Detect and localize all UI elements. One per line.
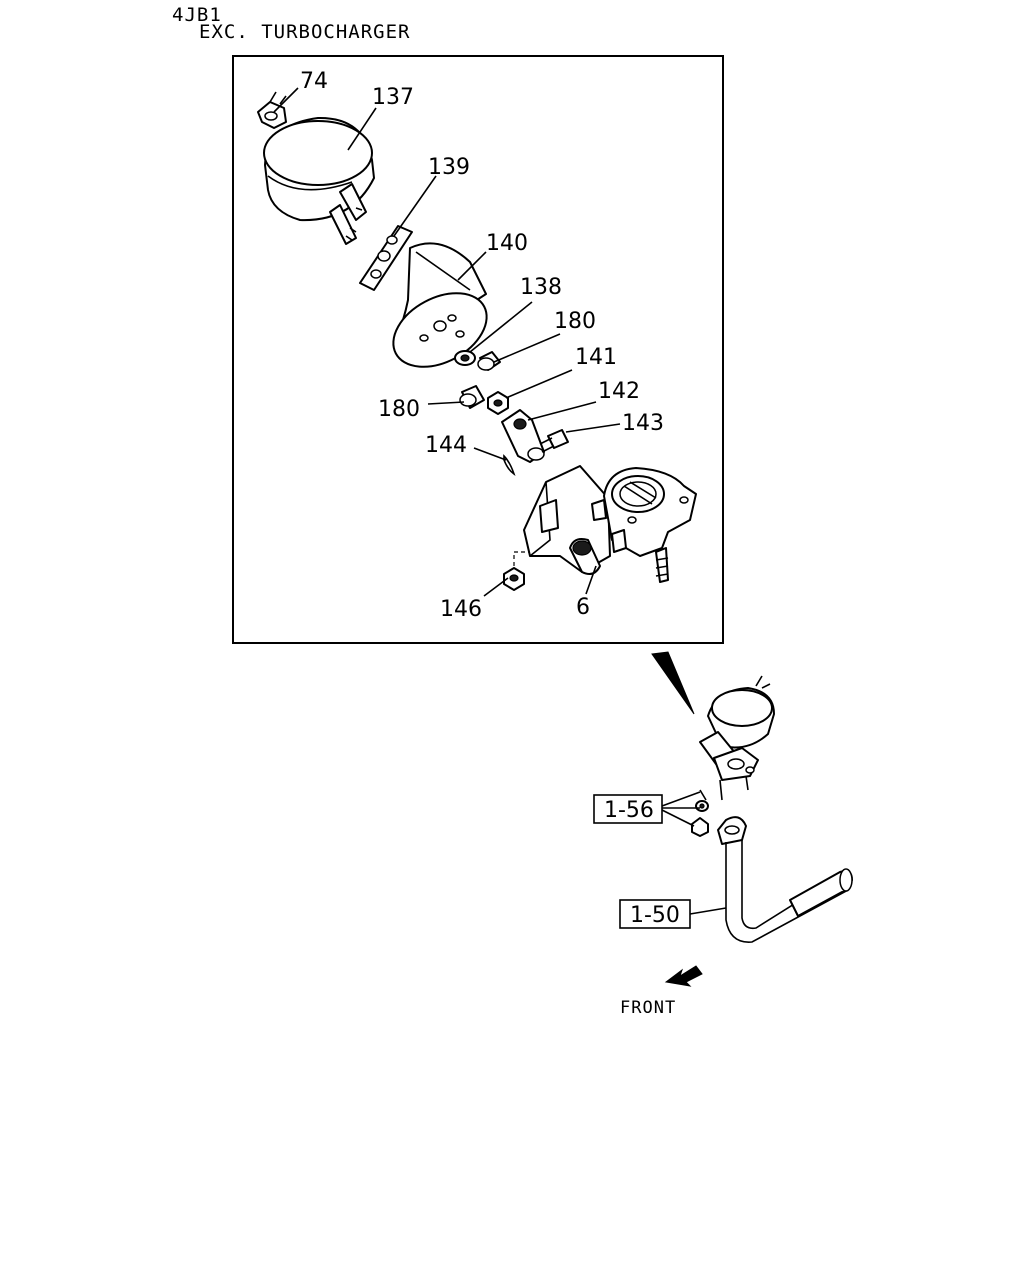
part-138-washer: [454, 350, 476, 366]
part-142-lever: [501, 409, 545, 463]
callout-74: 74: [300, 69, 328, 94]
callout-139: 139: [428, 155, 470, 180]
part-140-bracket: [392, 242, 488, 368]
ref-1-50-label: 1-50: [630, 903, 680, 928]
front-label: FRONT: [620, 998, 676, 1018]
callout-142: 142: [598, 379, 640, 404]
callout-180-lower: 180: [378, 397, 420, 422]
part-139-gasket: [359, 225, 413, 291]
part-143-bolt: [539, 429, 569, 453]
detail-frame: [232, 55, 724, 644]
ref-box-1-50[interactable]: 1-50: [619, 899, 691, 929]
ref-1-50-leader: [689, 907, 727, 915]
callout-137: 137: [372, 85, 414, 110]
engine-code: 4JB1: [172, 4, 222, 26]
ref-1-56-label: 1-56: [604, 798, 654, 823]
detail-pointer: [651, 651, 695, 715]
leader-lines: [273, 87, 621, 597]
part-141-nut: [487, 391, 509, 415]
callout-6: 6: [576, 595, 590, 620]
callout-180-upper: 180: [554, 309, 596, 334]
callout-143: 143: [622, 411, 664, 436]
callout-146: 146: [440, 597, 482, 622]
part-144-pin: [503, 454, 516, 476]
overview-nuts: [691, 800, 709, 837]
ref-1-56-leaders: [661, 791, 701, 827]
part-180-collar-lower: [459, 385, 485, 409]
part-180-collar-upper: [477, 351, 501, 371]
overview-exhaust-pipe: [717, 816, 853, 943]
callout-138: 138: [520, 275, 562, 300]
ref-box-1-56[interactable]: 1-56: [593, 794, 663, 824]
overview-actuator: [699, 675, 775, 801]
callout-141: 141: [575, 345, 617, 370]
assembly-guide-line: [513, 551, 530, 566]
part-6-valve-body: [523, 465, 697, 583]
part-146-nut: [503, 567, 525, 591]
callout-144: 144: [425, 433, 467, 458]
callout-140: 140: [486, 231, 528, 256]
front-arrow-icon: [664, 965, 703, 987]
part-74-fitting: [257, 91, 287, 129]
part-137-actuator: [263, 116, 375, 245]
variant-note: EXC. TURBOCHARGER: [199, 21, 411, 43]
